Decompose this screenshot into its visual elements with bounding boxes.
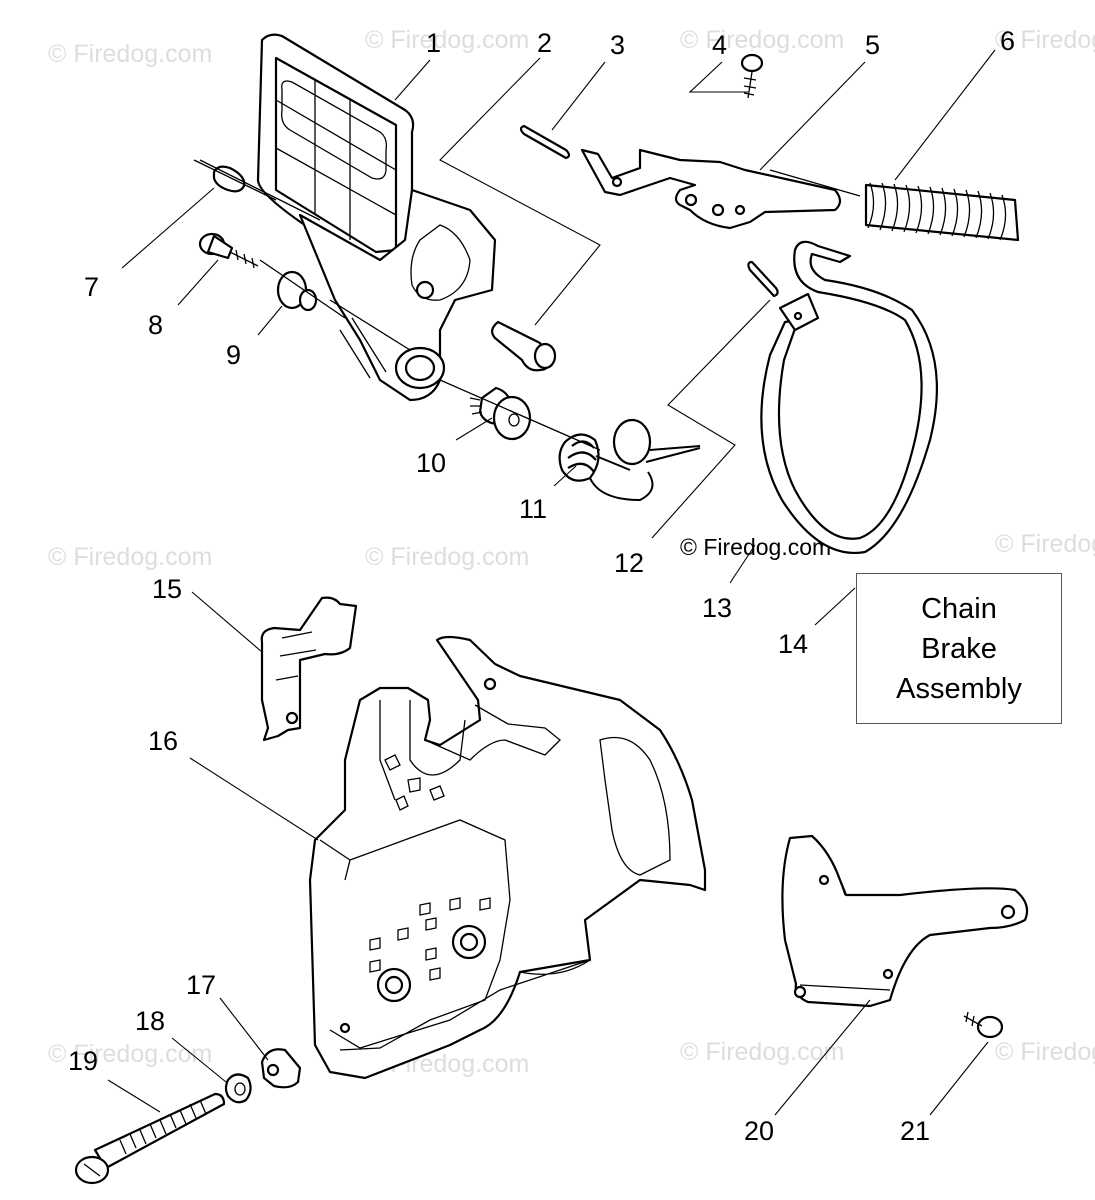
watermark-text: © Firedog.com — [48, 543, 212, 571]
callout-17: 17 — [186, 970, 216, 1000]
title-line-3: Assembly — [896, 672, 1022, 705]
callout-7: 7 — [84, 272, 99, 302]
callout-12: 12 — [614, 548, 644, 578]
watermark-text: © Firedog.com — [365, 543, 529, 571]
bracket-part — [781, 834, 1029, 1008]
watermark-text: © Firedog.com — [680, 26, 844, 54]
callout-8: 8 — [148, 310, 163, 340]
small-screw-part — [963, 1011, 1004, 1039]
callout-20: 20 — [744, 1116, 774, 1146]
pin-part — [491, 320, 557, 372]
bushing-part — [276, 270, 318, 312]
brake-band-part — [760, 240, 938, 554]
callout-11: 11 — [519, 494, 547, 524]
callout-21: 21 — [900, 1116, 930, 1146]
callout-5: 5 — [865, 30, 880, 60]
torsion-spring-part — [558, 433, 654, 502]
watermark-text: © Firedog.com — [995, 26, 1095, 54]
brake-pin-part — [747, 260, 779, 298]
leader-lines — [107, 49, 996, 1116]
bolt-part — [198, 232, 259, 269]
clutch-cover-part — [308, 635, 707, 1080]
washer-part — [224, 1073, 252, 1104]
callout-14: 14 — [778, 629, 808, 659]
circlip-part — [193, 159, 277, 201]
callout-13: 13 — [702, 593, 732, 623]
chain-catcher-part — [260, 1048, 302, 1089]
brake-spring-part — [612, 418, 701, 466]
watermark-text: © Firedog.com — [48, 1040, 212, 1068]
callout-10: 10 — [416, 448, 446, 478]
callout-16: 16 — [148, 726, 178, 756]
callout-3: 3 — [610, 30, 625, 60]
watermark-text: © Firedog.com — [680, 1038, 844, 1066]
screw-part — [740, 53, 764, 99]
brake-lever-part — [580, 148, 842, 230]
watermark-text: © Firedog.com — [995, 530, 1095, 558]
callout-15: 15 — [152, 574, 182, 604]
callout-1: 1 — [426, 28, 441, 58]
coil-spring-part — [864, 182, 1020, 242]
callout-labels: 1 2 3 4 5 6 7 8 9 10 11 12 13 14 15 16 1… — [68, 26, 1015, 1146]
pivot-bushing-part — [469, 386, 532, 441]
watermark-text: © Firedog.com — [365, 26, 529, 54]
callout-6: 6 — [1000, 26, 1015, 56]
title-line-1: Chain — [921, 592, 997, 625]
callout-2: 2 — [537, 28, 552, 58]
hand-guard-part — [256, 33, 497, 402]
watermark-text: © Firedog.com — [680, 534, 831, 560]
callout-18: 18 — [135, 1006, 165, 1036]
title-line-2: Brake — [921, 632, 997, 665]
callout-4: 4 — [712, 30, 727, 60]
assembly-title-box: Chain Brake Assembly — [856, 573, 1062, 724]
roll-pin-part — [519, 124, 571, 160]
callout-9: 9 — [226, 340, 241, 370]
watermark-text: © Firedog.com — [995, 1038, 1095, 1066]
latch-plate-part — [260, 596, 358, 742]
watermark-text: © Firedog.com — [48, 40, 212, 68]
adjuster-screw-part — [74, 1092, 226, 1185]
callout-19: 19 — [68, 1046, 98, 1076]
